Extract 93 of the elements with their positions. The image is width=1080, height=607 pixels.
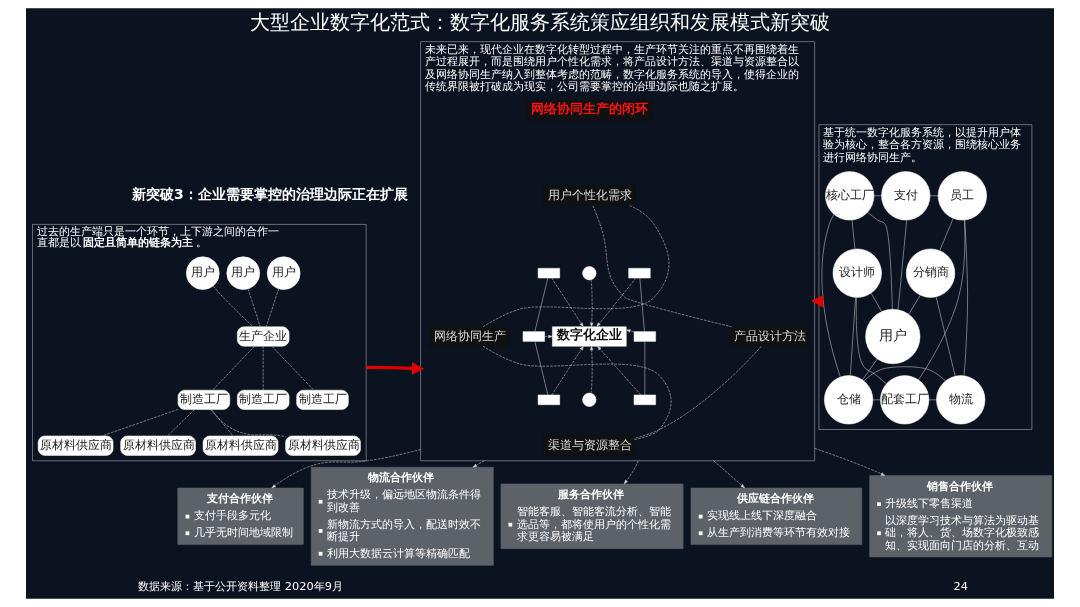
connector: [271, 345, 314, 391]
arrow: [626, 329, 635, 333]
node-box: 渠道与资源整合: [542, 435, 635, 456]
node-circle: 用户: [266, 256, 301, 290]
node-box: [522, 331, 545, 342]
connector: [212, 285, 254, 327]
arrow: [271, 449, 421, 489]
arrow: [590, 279, 594, 327]
node-circle: 用户: [865, 309, 921, 364]
connector: [928, 399, 937, 401]
node-circle: [582, 266, 597, 281]
node-box: 销售合作伙伴 升级线下零售渠道 以深度学习技术与算法为驱动基础，将人、货、场数字化极致感知、实现面向门店的分析、互动: [869, 475, 1053, 558]
arrow: [814, 448, 886, 476]
node-box: 物流合作伙伴 技术升级，偏远地区物流条件得到改善 新物流方式的导入，配送时效不断提升 利用大数据云计算等精确匹配: [310, 466, 494, 566]
node-box: 制造工厂: [296, 389, 349, 410]
arrow: [472, 460, 485, 468]
connector: [534, 341, 549, 396]
node-circle: 仓储: [824, 375, 874, 425]
node-box: 制造工厂: [177, 389, 231, 410]
node-box: 原材料供应商: [37, 435, 114, 456]
connector: [935, 296, 956, 377]
connector: [870, 293, 882, 312]
arrow: [713, 460, 745, 489]
node-box: 生产企业: [237, 326, 290, 347]
node-box: 原材料供应商: [202, 435, 279, 456]
label: 数据来源：基于公开资料整理 2020年9月: [138, 578, 343, 593]
connector: [639, 277, 645, 332]
node-circle: 支付: [881, 171, 931, 221]
node-box: 产品设计方法: [729, 326, 810, 347]
arrow: [590, 345, 594, 394]
arrow: [597, 345, 642, 396]
node-box: [633, 331, 656, 342]
connector: [592, 205, 732, 328]
node-circle: [582, 392, 597, 407]
node-box: 用户个性化需求: [543, 185, 636, 206]
node-box: 原材料供应商: [285, 435, 361, 456]
node-box: 支付合作伙伴 支付手段多元化 几乎无时间地域限制: [177, 487, 304, 545]
arrow: [596, 277, 637, 327]
connector: [644, 341, 646, 396]
node-box: [628, 268, 651, 279]
arrow: [551, 277, 584, 327]
node-circle: 员工: [937, 171, 987, 221]
connector: [247, 288, 261, 327]
connector: [262, 345, 264, 391]
connector: [634, 346, 762, 439]
connector: [212, 345, 255, 391]
connector: [897, 219, 907, 310]
connector: [873, 195, 882, 197]
connector: [862, 358, 878, 381]
connector: [821, 214, 841, 378]
arrow: [811, 294, 824, 308]
node-circle: 用户: [226, 256, 260, 290]
connector: [908, 295, 921, 315]
connector: [939, 218, 954, 251]
node-circle: 分销商: [906, 248, 956, 298]
node-box: 原材料供应商: [120, 435, 196, 456]
node-circle: 配套工厂: [880, 375, 930, 425]
arrow: [544, 334, 553, 339]
node-circle: 用户: [186, 256, 220, 290]
node-box: 供应链合作伙伴 实现线上线下深度融合 从生产到消费等环节有效对接: [690, 487, 863, 545]
connector: [210, 409, 286, 437]
connector: [929, 195, 939, 197]
connector: [863, 366, 946, 382]
node-box: 网络协同生产: [429, 326, 510, 347]
connector: [167, 409, 195, 437]
label: 新突破3：企业需要掌控的治理边际正在扩展: [131, 185, 408, 202]
connector: [101, 409, 179, 437]
node-circle: 核心工厂: [825, 171, 875, 221]
node-circle: 物流: [936, 375, 986, 425]
connector: [856, 297, 887, 384]
connector: [482, 346, 672, 440]
node-box: [537, 394, 560, 405]
node-box: 制造工厂: [237, 389, 290, 410]
connector: [482, 205, 670, 328]
node-box: [537, 268, 560, 279]
node-box: [633, 394, 656, 405]
connector: [265, 288, 279, 327]
node-box: 服务合作伙伴 智能客服、智能客流分析、智能选品等，都将使用户的个性化需求更容易被满足: [500, 483, 684, 549]
connector: [851, 219, 856, 250]
arrow: [366, 362, 425, 375]
node-circle: 设计师: [832, 248, 882, 298]
label: 24: [953, 578, 968, 593]
connector: [963, 219, 968, 377]
arrow: [623, 460, 639, 485]
connector: [872, 399, 881, 401]
connector: [867, 212, 893, 310]
diagram-title: 大型企业数字化范式：数字化服务系统策应组织和发展模式新突破: [250, 9, 830, 34]
node-box: 数字化企业: [552, 326, 627, 347]
connector: [918, 219, 966, 381]
connector: [534, 277, 549, 332]
arrow: [551, 345, 584, 396]
connector: [849, 297, 856, 376]
connector: [211, 409, 234, 437]
